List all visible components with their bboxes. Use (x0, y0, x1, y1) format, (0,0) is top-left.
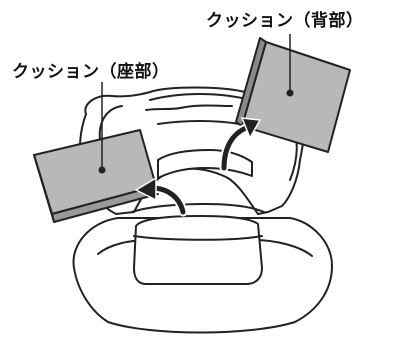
cushion-back-side (235, 37, 267, 127)
seat-front-top (133, 235, 263, 241)
cushion-seat (33, 129, 159, 223)
backrest-left-side (98, 105, 123, 141)
backrest-seam (145, 93, 251, 125)
cushion-seat-front (51, 185, 159, 223)
seat-front (133, 215, 263, 285)
cushion-back (235, 37, 351, 153)
label-cushion-seat: クッション（座部） (12, 62, 170, 82)
arrow-seat (134, 176, 188, 217)
arrow-back (219, 117, 262, 173)
label-cushion-back: クッション（背部） (206, 11, 364, 31)
seat-back-edge (131, 203, 265, 213)
